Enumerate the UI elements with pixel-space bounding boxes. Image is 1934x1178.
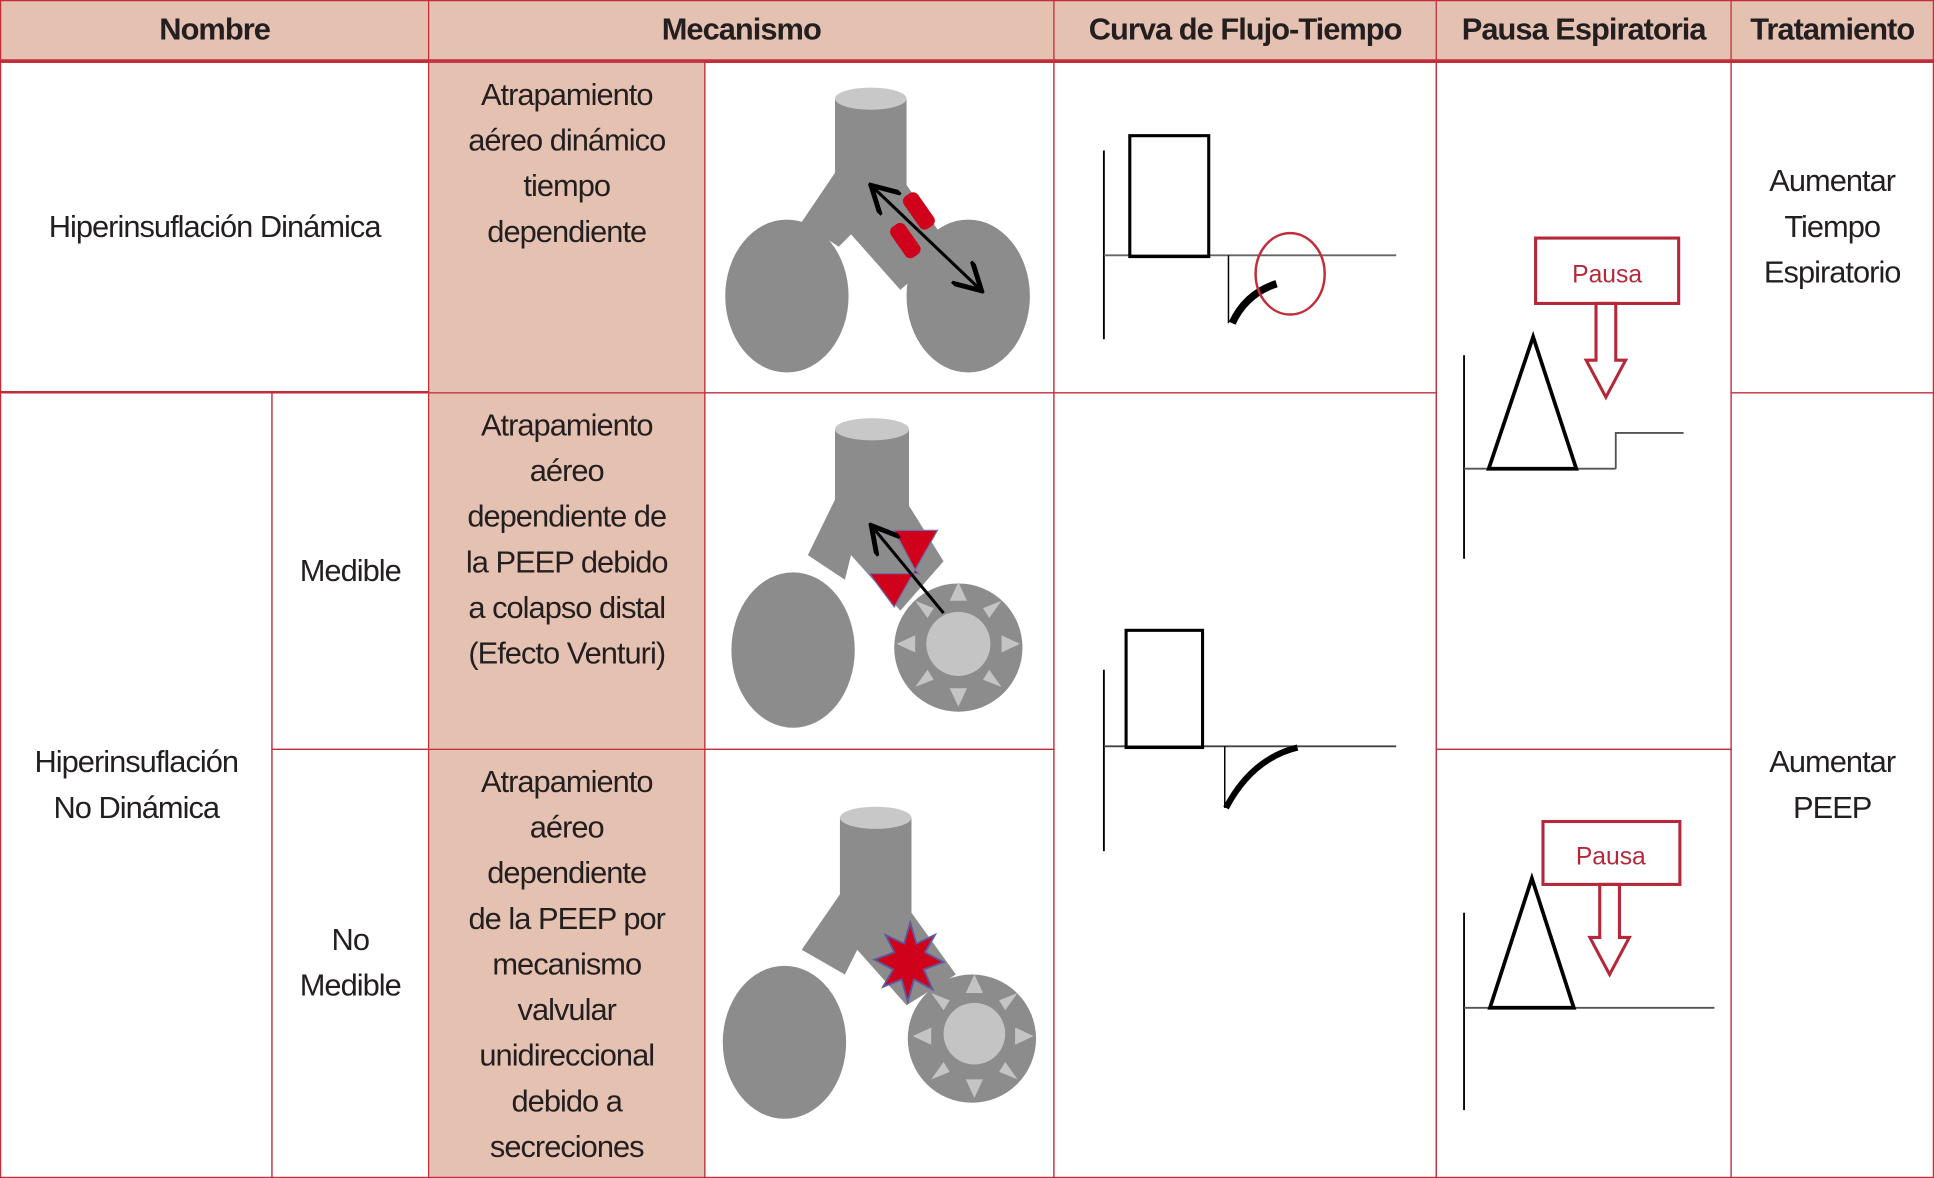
header-nombre: Nombre	[0, 0, 430, 63]
header-mecanismo: Mecanismo	[427, 0, 1055, 63]
tratamiento-1: Aumentar Tiempo Espiratorio	[1730, 61, 1934, 394]
nombre-no-dinamica: Hiperinsuflación No Dinámica	[0, 392, 273, 1178]
header-pausa: Pausa Espiratoria	[1435, 0, 1732, 63]
header-curva: Curva de Flujo-Tiempo	[1053, 0, 1437, 63]
tratamiento-2: Aumentar PEEP	[1730, 392, 1934, 1178]
lung-diagram-cell-2	[704, 392, 1055, 750]
flow-curve-cell-1	[1053, 61, 1437, 394]
lung-diagram-cell-1	[704, 61, 1055, 394]
nombre-dinamica: Hiperinsuflación Dinámica	[0, 61, 430, 394]
flow-curve-cell-2	[1053, 392, 1437, 1178]
sub-no-medible: No Medible	[271, 748, 430, 1178]
mecanismo-text-3: Atrapamiento aéreo dependiente de la PEE…	[427, 748, 706, 1178]
mecanismo-text-1: Atrapamiento aéreo dinámico tiempo depen…	[427, 61, 706, 394]
mecanismo-text-2: Atrapamiento aéreo dependiente de la PEE…	[427, 392, 706, 750]
pause-cell-2	[1435, 748, 1732, 1178]
lung-diagram-cell-3	[704, 748, 1055, 1178]
pause-cell-1	[1435, 61, 1732, 750]
header-tratamiento: Tratamiento	[1730, 0, 1934, 63]
sub-medible: Medible	[271, 392, 430, 750]
